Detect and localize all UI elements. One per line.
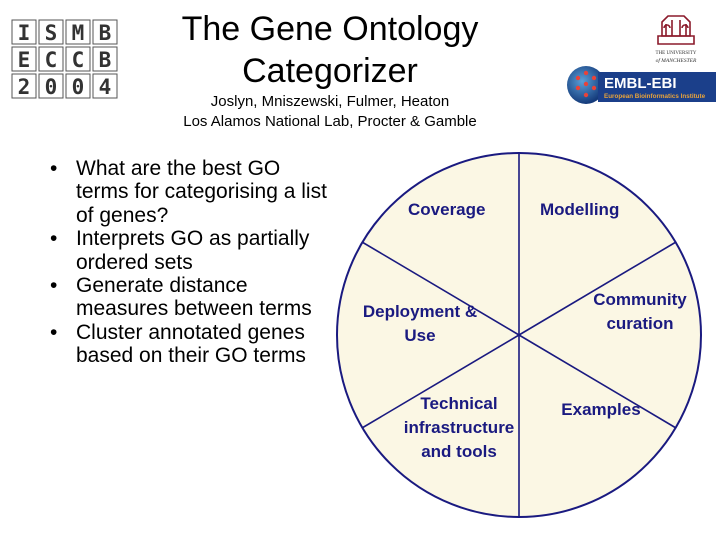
authors-text: Joslyn, Mniszewski, Fulmer, Heaton bbox=[210, 93, 450, 110]
pie-divider bbox=[518, 334, 677, 429]
pie-label-community: Community curation bbox=[570, 288, 710, 336]
pie-label-text: Examples bbox=[561, 400, 641, 419]
logo-letter: E bbox=[18, 48, 31, 72]
pie-label-modelling: Modelling bbox=[540, 198, 619, 222]
logo-tile bbox=[65, 46, 91, 72]
ebi-banner bbox=[598, 72, 716, 102]
ebi-name: EMBL-EBI bbox=[604, 75, 677, 92]
manchester-logo: THE UNIVERSITY of MANCHESTER bbox=[648, 10, 704, 74]
embl-ebi-logo-graphic: EMBL-EBI European Bioinformatics Institu… bbox=[567, 66, 716, 104]
logo-letter: 4 bbox=[99, 75, 112, 99]
bullet-text: Generate distance measures between terms bbox=[76, 274, 312, 321]
logo-tile bbox=[11, 46, 37, 72]
logo-tile bbox=[65, 19, 91, 45]
pie-label-text: and tools bbox=[421, 442, 497, 461]
manchester-name-line2: of MANCHESTER bbox=[656, 57, 697, 64]
logo-letter: M bbox=[72, 21, 85, 45]
pie-label-text: Use bbox=[404, 326, 436, 345]
ismb-eccb-logo: I S M B E C C B 2 0 0 4 bbox=[10, 18, 120, 100]
ismb-eccb-logo-graphic: I S M B E C C B 2 0 0 4 bbox=[11, 19, 118, 99]
pie-label-text: Community bbox=[593, 290, 687, 309]
topic-pie-diagram: Coverage Modelling Deployment & Use Comm… bbox=[334, 150, 704, 520]
logo-letter: 2 bbox=[18, 75, 31, 99]
logo-tile bbox=[92, 19, 118, 45]
pie-divider bbox=[361, 241, 520, 336]
ebi-subtitle: European Bioinformatics Institute bbox=[604, 93, 706, 100]
logo-letter: S bbox=[45, 21, 58, 45]
logo-tile bbox=[38, 73, 64, 99]
logo-tile bbox=[38, 19, 64, 45]
pie-label-technical: Technical infrastructure and tools bbox=[392, 392, 526, 464]
manchester-name-line1: THE UNIVERSITY bbox=[656, 51, 697, 56]
logo-letter: B bbox=[99, 21, 112, 45]
logo-letter: C bbox=[45, 48, 58, 72]
pie-label-deployment: Deployment & Use bbox=[348, 300, 492, 348]
author-block: Joslyn, Mniszewski, Fulmer, Heaton Los A… bbox=[100, 92, 560, 132]
bullet-text: Cluster annotated genes based on their G… bbox=[76, 320, 306, 368]
logo-tile bbox=[92, 73, 118, 99]
manchester-crest-icon: THE UNIVERSITY of MANCHESTER bbox=[656, 15, 697, 64]
logo-tile bbox=[11, 73, 37, 99]
logo-letter: 0 bbox=[72, 75, 85, 99]
logo-letter: C bbox=[72, 48, 85, 72]
affiliation-text: Los Alamos National Lab, Procter & Gambl… bbox=[183, 113, 477, 130]
pie-label-coverage: Coverage bbox=[408, 198, 485, 222]
pie-label-examples: Examples bbox=[544, 398, 658, 422]
pie-divider bbox=[518, 241, 677, 336]
bullet-list: What are the best GO terms for categoris… bbox=[42, 157, 332, 368]
pie-label-text: Technical bbox=[420, 394, 498, 413]
embl-ebi-logo: EMBL-EBI European Bioinformatics Institu… bbox=[566, 64, 718, 106]
logo-letter: I bbox=[18, 21, 31, 45]
logo-tile bbox=[38, 46, 64, 72]
bullet-text: What are the best GO terms for categoris… bbox=[76, 157, 327, 227]
slide-title: The Gene Ontology Categorizer bbox=[140, 8, 520, 92]
title-line: Categorizer bbox=[242, 52, 418, 90]
pie-label-text: Modelling bbox=[540, 200, 620, 219]
bullet-item: What are the best GO terms for categoris… bbox=[42, 157, 332, 227]
logo-letter: B bbox=[99, 48, 112, 72]
bullet-item: Interprets GO as partially ordered sets bbox=[42, 227, 332, 274]
pie-divider bbox=[361, 334, 520, 429]
title-line: The Gene Ontology bbox=[181, 10, 479, 48]
bullet-item: Cluster annotated genes based on their G… bbox=[42, 321, 332, 368]
logo-tile bbox=[11, 19, 37, 45]
bullet-item: Generate distance measures between terms bbox=[42, 274, 332, 321]
pie-label-text: infrastructure bbox=[403, 418, 515, 437]
pie-label-text: curation bbox=[606, 314, 674, 333]
pie-label-text: Coverage bbox=[408, 200, 486, 219]
bullet-text: Interprets GO as partially ordered sets bbox=[76, 227, 310, 274]
logo-tile bbox=[92, 46, 118, 72]
logo-letter: 0 bbox=[45, 75, 58, 99]
logo-tile bbox=[65, 73, 91, 99]
pie-label-text: Deployment & bbox=[362, 302, 478, 321]
pie-graphic bbox=[336, 152, 702, 518]
